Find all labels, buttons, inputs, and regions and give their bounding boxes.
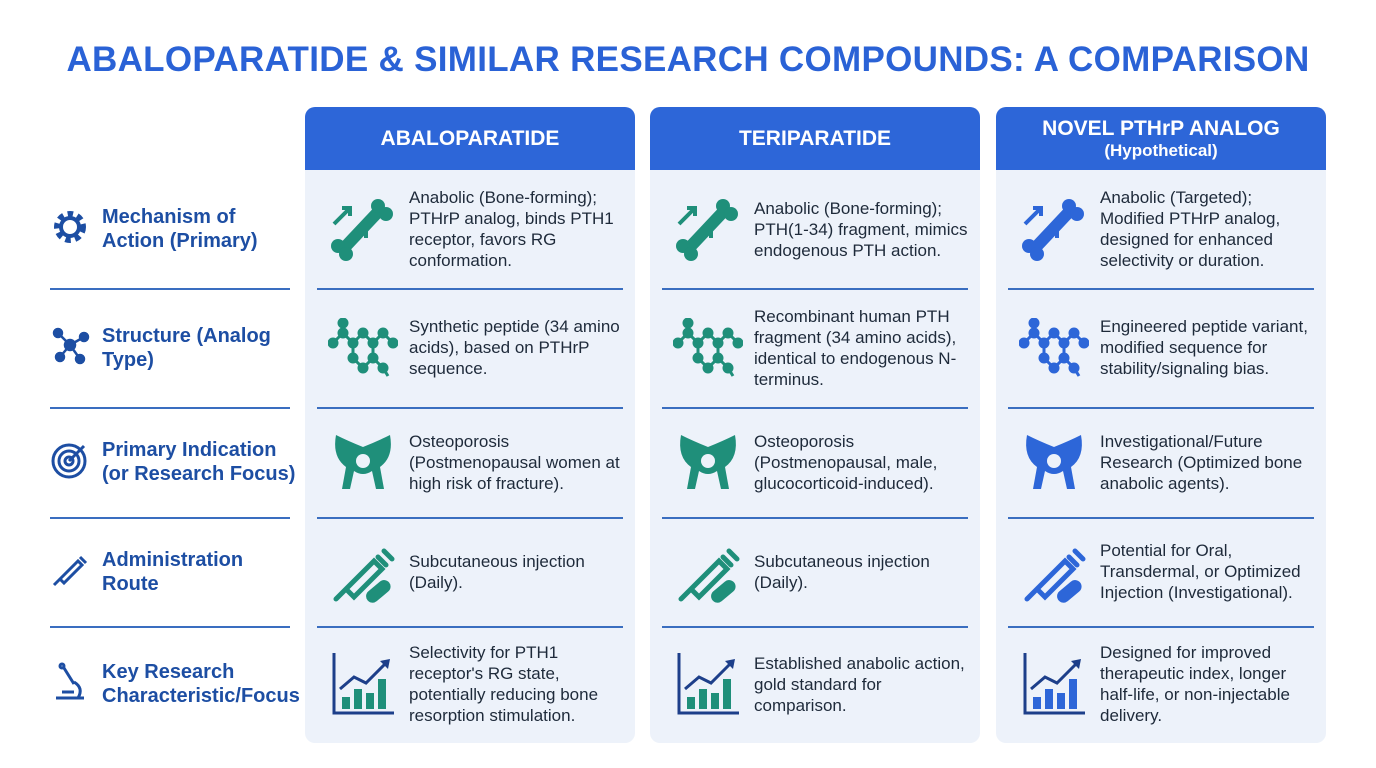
peptide-chain-icon: [1008, 317, 1100, 378]
divider: [1008, 517, 1314, 519]
cell-text: Anabolic (Bone-forming); PTH(1-34) fragm…: [754, 198, 968, 260]
column-header: NOVEL PTHrP ANALOG(Hypothetical): [996, 107, 1326, 170]
syringe-pill-icon: [662, 537, 754, 607]
cell-text: Subcutaneous injection (Daily).: [754, 551, 930, 592]
comparison-cell: Anabolic (Targeted); Modified PTHrP anal…: [1008, 170, 1314, 288]
row-label: Administration Route: [50, 517, 300, 626]
row-label: Mechanism of Action (Primary): [50, 170, 300, 288]
compound-name: TERIPARATIDE: [738, 126, 892, 150]
comparison-cell: Potential for Oral, Transdermal, or Opti…: [1008, 517, 1314, 626]
cell-text: Recombinant human PTH fragment (34 amino…: [754, 306, 957, 389]
cell-text: Osteoporosis (Postmenopausal, male, gluc…: [754, 431, 938, 493]
row-label-text: Structure (Analog Type): [102, 324, 271, 371]
divider: [50, 517, 290, 519]
peptide-chain-icon: [662, 317, 754, 378]
comparison-cell: Synthetic peptide (34 amino acids), base…: [317, 288, 623, 407]
row-label: Structure (Analog Type): [50, 288, 300, 407]
divider: [1008, 407, 1314, 409]
target-icon: [50, 440, 102, 485]
pelvis-icon: [662, 427, 754, 497]
comparison-cell: Investigational/Future Research (Optimiz…: [1008, 407, 1314, 517]
compound-column: NOVEL PTHrP ANALOG(Hypothetical) Anabolic…: [996, 107, 1326, 743]
column-header: TERIPARATIDE: [650, 107, 980, 170]
growth-chart-icon: [1008, 649, 1100, 719]
molecule-icon: [50, 325, 102, 370]
divider: [317, 517, 623, 519]
row-label-text: Mechanism of Action (Primary): [102, 206, 258, 252]
cell-text: Engineered peptide variant, modified seq…: [1100, 317, 1308, 378]
syringe-pill-icon: [317, 537, 409, 607]
divider: [50, 288, 290, 290]
divider: [317, 288, 623, 290]
cell-text: Established anabolic action, gold standa…: [754, 653, 965, 715]
comparison-cell: Osteoporosis (Postmenopausal, male, gluc…: [662, 407, 968, 517]
divider: [662, 626, 968, 628]
divider: [1008, 626, 1314, 628]
divider: [50, 407, 290, 409]
divider: [662, 288, 968, 290]
cell-text: Osteoporosis (Postmenopausal women at hi…: [409, 431, 620, 493]
comparison-cell: Anabolic (Bone-forming); PTHrP analog, b…: [317, 170, 623, 288]
comparison-cell: Engineered peptide variant, modified seq…: [1008, 288, 1314, 407]
pelvis-icon: [1008, 427, 1100, 497]
divider: [1008, 288, 1314, 290]
cell-text: Potential for Oral, Transdermal, or Opti…: [1100, 541, 1301, 602]
bone-arrow-icon: [317, 194, 409, 264]
divider: [317, 407, 623, 409]
cell-text: Anabolic (Bone-forming); PTHrP analog, b…: [409, 188, 614, 270]
compound-name: ABALOPARATIDE: [380, 126, 560, 150]
compound-subtitle: (Hypothetical): [1104, 140, 1218, 160]
row-label: Key Research Characteristic/Focus: [50, 626, 300, 742]
divider: [317, 626, 623, 628]
compound-name: NOVEL PTHrP ANALOG: [1042, 116, 1280, 140]
comparison-cell: Subcutaneous injection (Daily).: [662, 517, 968, 626]
syringe-pill-icon: [1008, 537, 1100, 607]
growth-chart-icon: [317, 649, 409, 719]
comparison-cell: Recombinant human PTH fragment (34 amino…: [662, 288, 968, 407]
cell-text: Synthetic peptide (34 amino acids), base…: [409, 317, 620, 378]
pelvis-icon: [317, 427, 409, 497]
divider: [662, 517, 968, 519]
compound-column: TERIPARATIDE Anabolic (Bone-forming); PTH…: [650, 107, 980, 743]
cell-text: Selectivity for PTH1 receptor's RG state…: [409, 643, 599, 725]
comparison-cell: Anabolic (Bone-forming); PTH(1-34) fragm…: [662, 170, 968, 288]
peptide-chain-icon: [317, 317, 409, 378]
compound-column: ABALOPARATIDE Anabolic (Bone-forming); PT…: [305, 107, 635, 743]
comparison-cell: Selectivity for PTH1 receptor's RG state…: [317, 626, 623, 742]
divider: [50, 626, 290, 628]
cell-text: Designed for improved therapeutic index,…: [1100, 643, 1290, 725]
cell-text: Anabolic (Targeted); Modified PTHrP anal…: [1100, 188, 1281, 270]
comparison-cell: Subcutaneous injection (Daily).: [317, 517, 623, 626]
divider: [662, 407, 968, 409]
page-title: ABALOPARATIDE & SIMILAR RESEARCH COMPOUN…: [66, 40, 1310, 79]
row-label-text: Administration Route: [102, 548, 244, 595]
bone-arrow-icon: [1008, 194, 1100, 264]
bone-arrow-icon: [662, 194, 754, 264]
comparison-cell: Osteoporosis (Postmenopausal women at hi…: [317, 407, 623, 517]
cell-text: Investigational/Future Research (Optimiz…: [1100, 431, 1303, 493]
gear-icon: [50, 207, 102, 252]
row-label-text: Key Research Characteristic/Focus: [102, 661, 300, 707]
microscope-icon: [50, 662, 102, 707]
column-header: ABALOPARATIDE: [305, 107, 635, 170]
comparison-cell: Established anabolic action, gold standa…: [662, 626, 968, 742]
row-label: Primary Indication (or Research Focus): [50, 407, 300, 517]
row-label-text: Primary Indication (or Research Focus): [102, 439, 296, 485]
growth-chart-icon: [662, 649, 754, 719]
cell-text: Subcutaneous injection (Daily).: [409, 551, 585, 592]
comparison-cell: Designed for improved therapeutic index,…: [1008, 626, 1314, 742]
syringe-icon: [50, 549, 102, 594]
